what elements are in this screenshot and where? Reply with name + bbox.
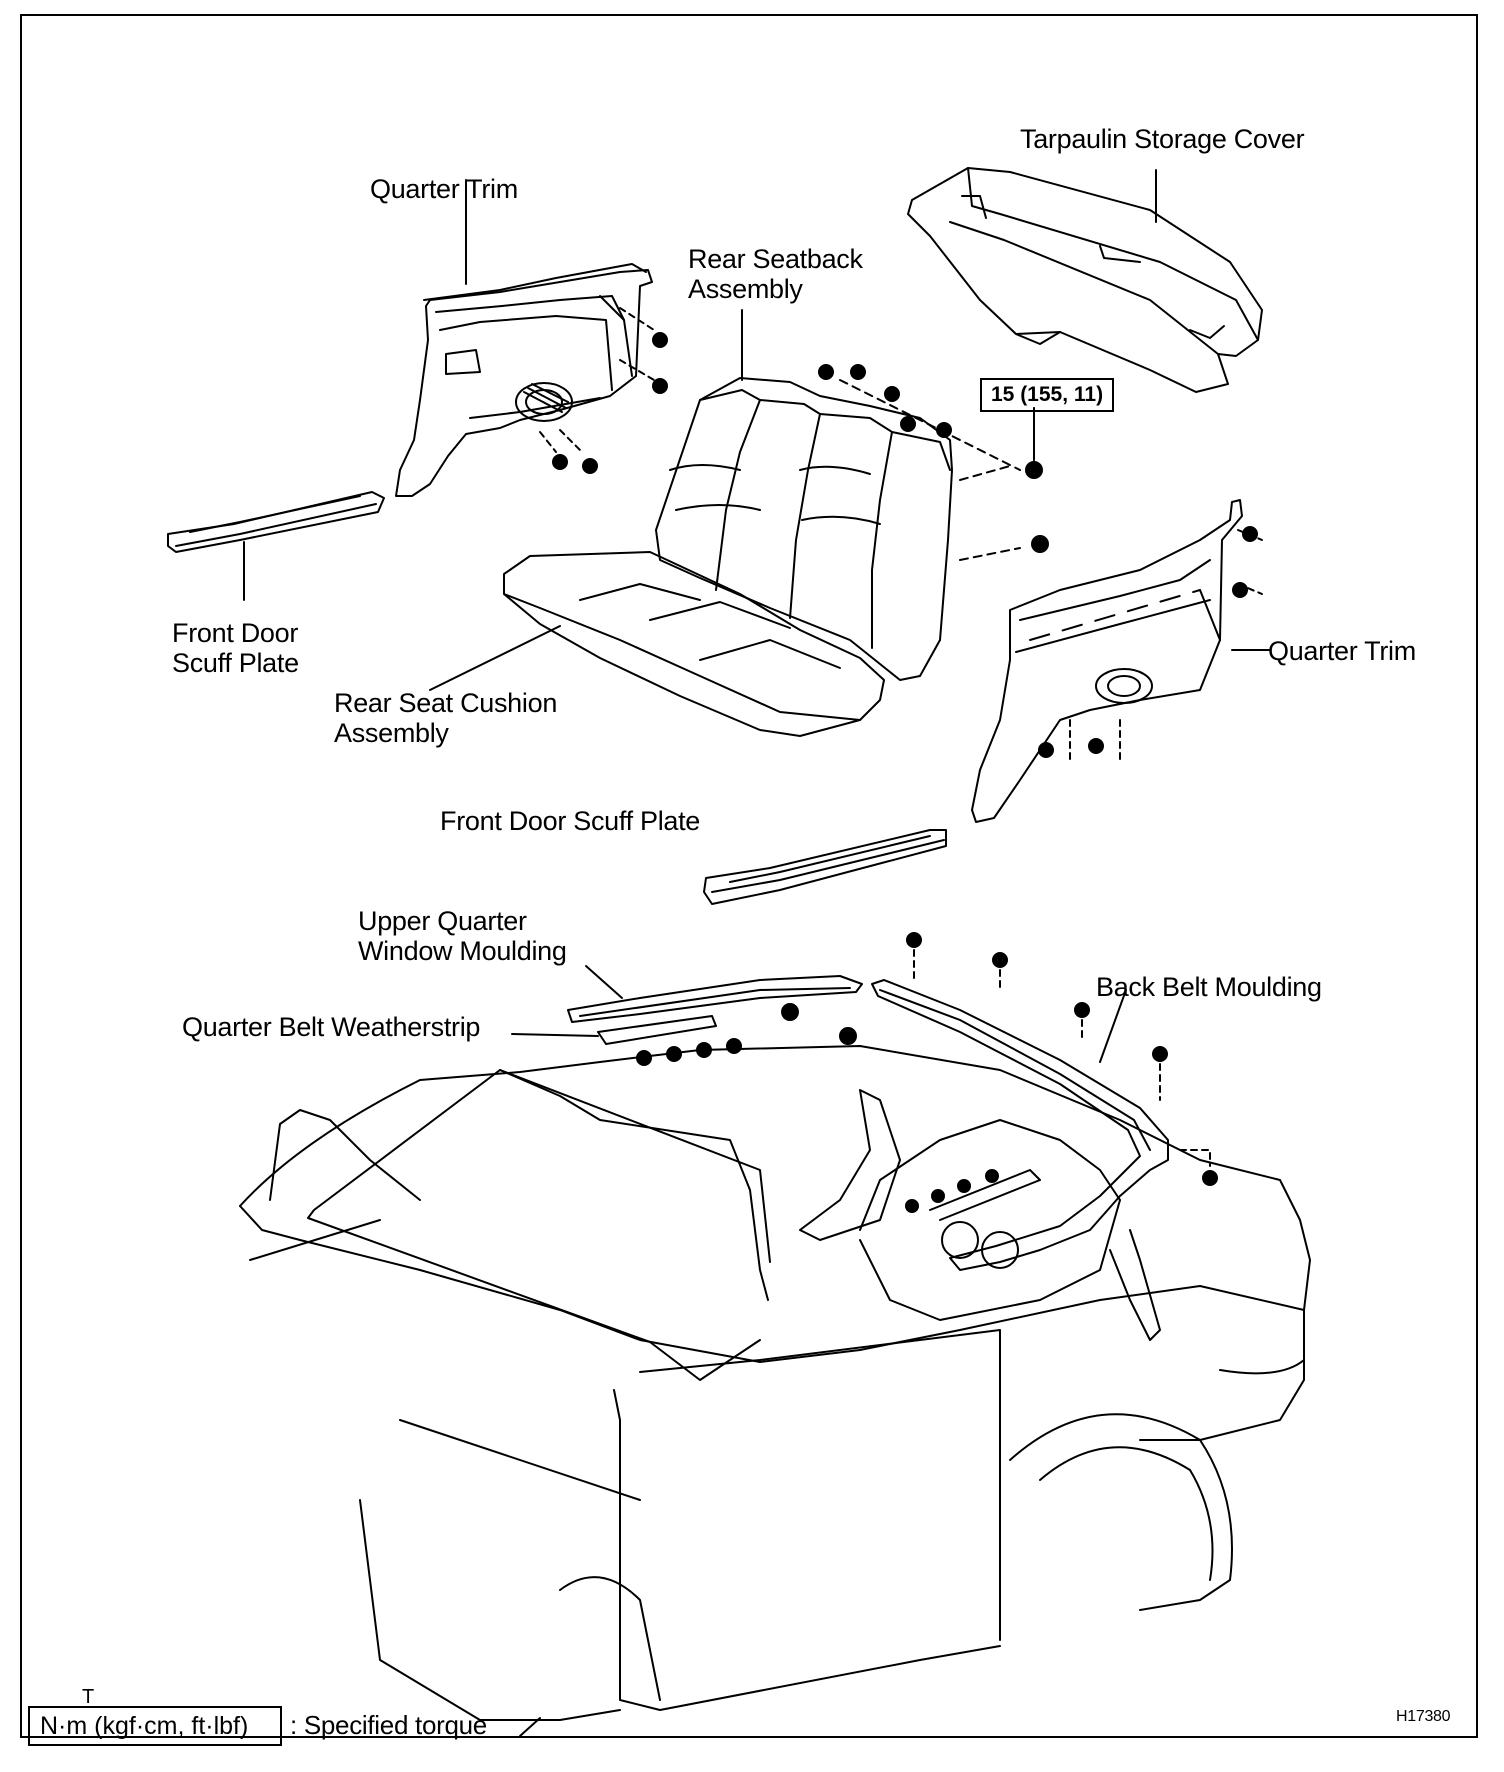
label-front-door-scuff-right: Front Door Scuff Plate bbox=[440, 806, 701, 836]
torque-spec-box: 15 (155, 11) bbox=[980, 378, 1114, 412]
rear-seatback-assembly bbox=[655, 309, 1021, 681]
label-front-door-scuff-left-line2: Scuff Plate bbox=[172, 648, 299, 678]
label-upper-quarter-line1: Upper Quarter bbox=[358, 906, 527, 936]
seatback-bolts bbox=[818, 364, 1049, 553]
label-rear-seat-cushion-line2: Assembly bbox=[334, 718, 449, 748]
quarter-trim-left bbox=[395, 179, 655, 497]
back-belt-bolts bbox=[906, 932, 1218, 1186]
body-mount-screws bbox=[905, 1169, 999, 1213]
label-rear-seatback-line1: Rear Seatback bbox=[688, 244, 863, 274]
legend-t-mark: T bbox=[82, 1686, 94, 1708]
label-tarpaulin-storage-cover: Tarpaulin Storage Cover bbox=[1020, 124, 1305, 154]
legend-specified-torque: : Specified torque bbox=[290, 1710, 487, 1740]
figure-id: H17380 bbox=[1396, 1708, 1451, 1725]
label-quarter-trim-left: Quarter Trim bbox=[370, 174, 518, 204]
upper-quarter-window-moulding bbox=[567, 965, 863, 1023]
label-quarter-belt-weatherstrip: Quarter Belt Weatherstrip bbox=[182, 1012, 481, 1042]
label-front-door-scuff-left-line1: Front Door bbox=[172, 618, 299, 648]
clip-fasteners-right bbox=[1038, 526, 1258, 758]
label-back-belt-moulding: Back Belt Moulding bbox=[1096, 972, 1322, 1002]
front-door-scuff-plate-right bbox=[703, 829, 947, 905]
label-rear-seatback-line2: Assembly bbox=[688, 274, 803, 304]
label-upper-quarter-line2: Window Moulding bbox=[358, 936, 567, 966]
quarter-belt-weatherstrip bbox=[511, 1015, 717, 1045]
back-belt-moulding bbox=[871, 979, 1169, 1271]
convertible-car-body bbox=[239, 1045, 1311, 1737]
quarter-trim-right bbox=[971, 499, 1271, 823]
clip-fasteners-left bbox=[552, 332, 668, 474]
label-rear-seat-cushion-line1: Rear Seat Cushion bbox=[334, 688, 558, 718]
legend-torque-unit-box: N·m (kgf·cm, ft·lbf) bbox=[28, 1706, 282, 1746]
front-door-scuff-plate-left bbox=[167, 491, 385, 601]
tarpaulin-storage-cover bbox=[907, 167, 1263, 393]
label-quarter-trim-right: Quarter Trim bbox=[1268, 636, 1416, 666]
diagram-frame bbox=[20, 14, 1478, 1738]
rear-seat-cushion-assembly bbox=[429, 551, 885, 737]
